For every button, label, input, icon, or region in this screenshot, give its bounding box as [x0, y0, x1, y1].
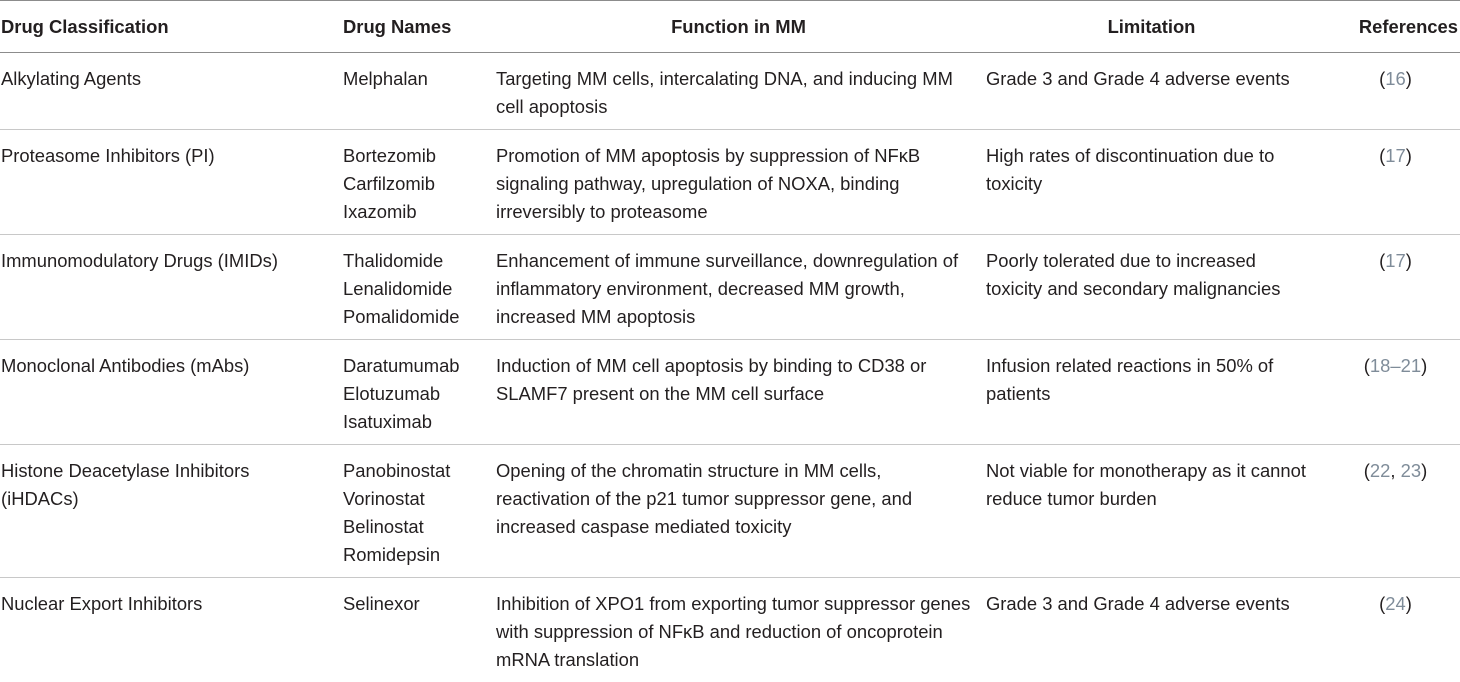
cell-function: Promotion of MM apoptosis by suppression…	[493, 130, 984, 235]
cell-function: Targeting MM cells, intercalating DNA, a…	[493, 53, 984, 130]
drug-table-container: Drug Classification Drug Names Function …	[0, 0, 1460, 612]
cell-limitation: Grade 3 and Grade 4 adverse events	[984, 578, 1319, 682]
reference-link[interactable]: 23	[1401, 460, 1421, 481]
reference-link[interactable]: 17	[1385, 250, 1405, 271]
table-row: Histone Deacetylase Inhibitors (iHDACs)P…	[0, 445, 1460, 578]
cell-drug-classification: Monoclonal Antibodies (mAbs)	[0, 340, 330, 445]
reference-link[interactable]: 16	[1385, 68, 1405, 89]
reference-link[interactable]: 18–21	[1370, 355, 1421, 376]
cell-drug-classification: Alkylating Agents	[0, 53, 330, 130]
drug-name: Romidepsin	[343, 541, 493, 569]
cell-function: Induction of MM cell apoptosis by bindin…	[493, 340, 984, 445]
drug-name: Melphalan	[343, 65, 493, 93]
cell-limitation: High rates of discontinuation due to tox…	[984, 130, 1319, 235]
drug-name: Isatuximab	[343, 408, 493, 436]
drug-name: Lenalidomide	[343, 275, 493, 303]
drug-name: Selinexor	[343, 590, 493, 618]
reference-link[interactable]: 24	[1385, 593, 1405, 614]
cell-function: Inhibition of XPO1 from exporting tumor …	[493, 578, 984, 682]
table-row: Immunomodulatory Drugs (IMIDs)Thalidomid…	[0, 235, 1460, 340]
drug-name: Pomalidomide	[343, 303, 493, 331]
cell-drug-classification: Immunomodulatory Drugs (IMIDs)	[0, 235, 330, 340]
drug-name: Elotuzumab	[343, 380, 493, 408]
cell-limitation: Not viable for monotherapy as it cannot …	[984, 445, 1319, 578]
reference-link[interactable]: 22	[1370, 460, 1390, 481]
drug-name: Bortezomib	[343, 142, 493, 170]
cell-drug-names: Selinexor	[330, 578, 493, 682]
cell-drug-classification: Proteasome Inhibitors (PI)	[0, 130, 330, 235]
drug-name: Daratumumab	[343, 352, 493, 380]
drug-name: Carfilzomib	[343, 170, 493, 198]
reference-link[interactable]: 17	[1385, 145, 1405, 166]
drug-name: Panobinostat	[343, 457, 493, 485]
cell-references: (22, 23)	[1319, 445, 1460, 578]
cell-function: Enhancement of immune surveillance, down…	[493, 235, 984, 340]
drug-name: Ixazomib	[343, 198, 493, 226]
table-header-row: Drug Classification Drug Names Function …	[0, 1, 1460, 53]
header-function: Function in MM	[493, 1, 984, 53]
drug-name: Thalidomide	[343, 247, 493, 275]
drug-name: Belinostat	[343, 513, 493, 541]
cell-drug-classification: Nuclear Export Inhibitors	[0, 578, 330, 682]
cell-references: (17)	[1319, 235, 1460, 340]
cell-references: (17)	[1319, 130, 1460, 235]
cell-references: (16)	[1319, 53, 1460, 130]
cell-limitation: Poorly tolerated due to increased toxici…	[984, 235, 1319, 340]
cell-drug-classification: Histone Deacetylase Inhibitors (iHDACs)	[0, 445, 330, 578]
header-drug-names: Drug Names	[330, 1, 493, 53]
cell-drug-names: Melphalan	[330, 53, 493, 130]
cell-references: (18–21)	[1319, 340, 1460, 445]
cell-limitation: Infusion related reactions in 50% of pat…	[984, 340, 1319, 445]
cell-limitation: Grade 3 and Grade 4 adverse events	[984, 53, 1319, 130]
drug-name: Vorinostat	[343, 485, 493, 513]
cell-references: (24)	[1319, 578, 1460, 682]
header-drug-classification: Drug Classification	[0, 1, 330, 53]
header-limitation: Limitation	[984, 1, 1319, 53]
cell-function: Opening of the chromatin structure in MM…	[493, 445, 984, 578]
header-references: References	[1319, 1, 1460, 53]
